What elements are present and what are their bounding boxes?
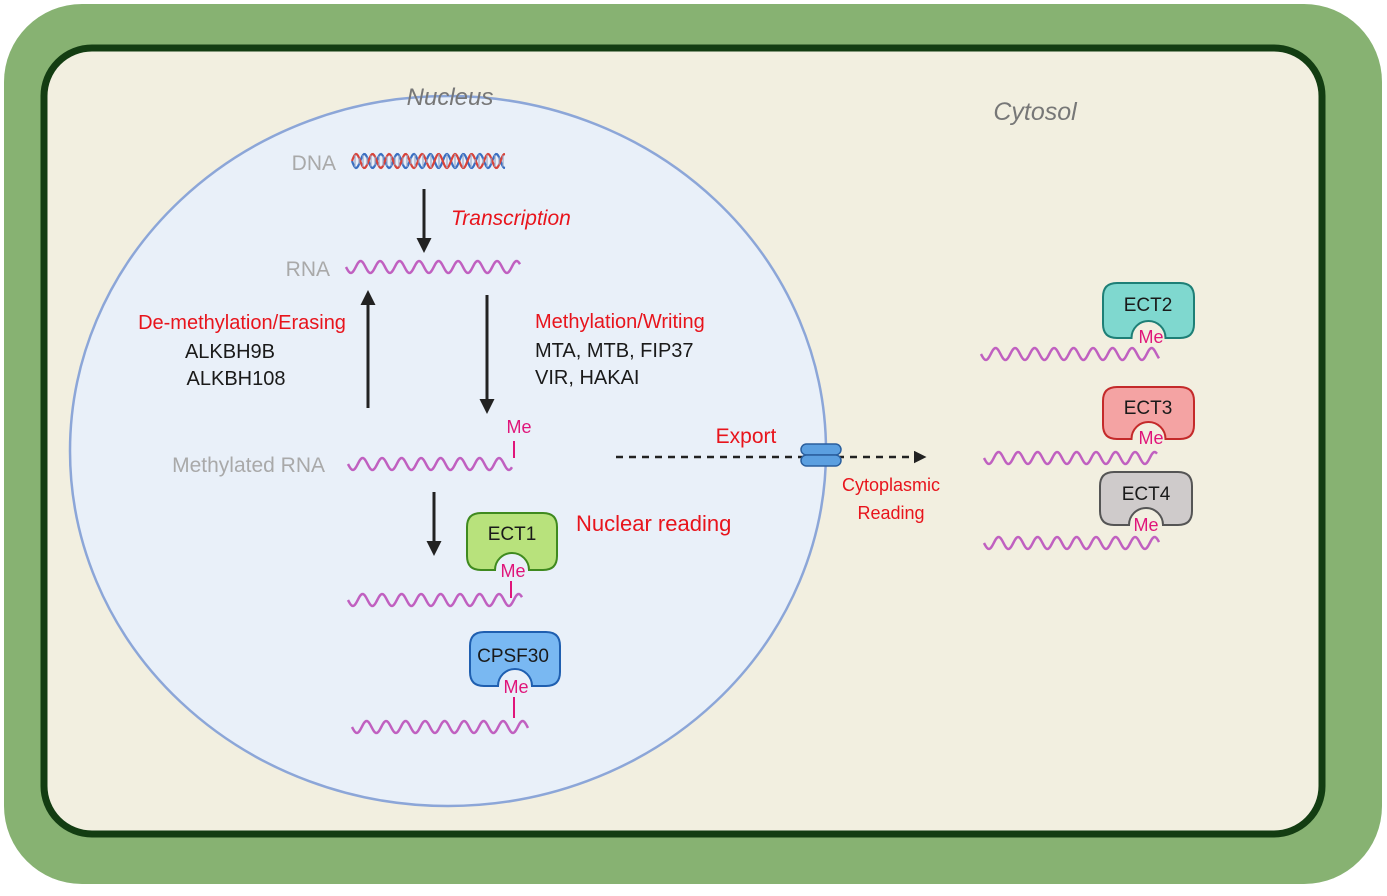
ect3-label: ECT3	[1124, 398, 1173, 419]
demethylation-title: De-methylation/Erasing	[138, 312, 346, 334]
nuclear-reading-label: Nuclear reading	[576, 511, 731, 536]
dna-label: DNA	[292, 152, 336, 175]
nuclear-pore-bottom	[800, 454, 842, 467]
rna-label: RNA	[286, 258, 330, 281]
ect2-label: ECT2	[1124, 295, 1173, 316]
ect4-label: ECT4	[1122, 484, 1171, 505]
dna-strand-red	[350, 152, 506, 170]
ect2-methyl-mark: Me	[1138, 327, 1163, 347]
ect1-reader-protein	[466, 512, 558, 571]
cpsf30-bound-rna	[350, 719, 530, 735]
ect4-reader-protein	[1099, 471, 1193, 526]
dna-helix	[350, 152, 506, 170]
methylated-rna-label: Methylated RNA	[172, 454, 325, 477]
rna-strand	[344, 259, 522, 275]
dna-base-pairs	[354, 154, 504, 168]
cpsf30-reader-protein	[469, 631, 561, 687]
ect4-methyl-mark: Me	[1133, 515, 1158, 535]
ect3-methyl-mark: Me	[1138, 428, 1163, 448]
eraser-enzyme-1: ALKBH9B	[185, 341, 275, 363]
methylation-title: Methylation/Writing	[535, 311, 705, 333]
nucleus	[68, 94, 828, 808]
cpsf30-label: CPSF30	[477, 646, 549, 667]
cytosol-label: Cytosol	[993, 98, 1078, 126]
ect1-bound-rna	[346, 592, 524, 608]
ect1-label: ECT1	[488, 524, 537, 545]
nuclear-pore-top	[800, 443, 842, 456]
ect2-bound-rna	[979, 346, 1161, 362]
cpsf30-methyl-mark: Me	[503, 677, 528, 697]
cytoplasmic-reading-label-1: Cytoplasmic	[842, 475, 940, 495]
ect1-methyl-mark: Me	[500, 561, 525, 581]
export-label: Export	[716, 425, 777, 448]
nucleus-label: Nucleus	[407, 84, 494, 111]
writer-enzymes-2: VIR, HAKAI	[535, 367, 639, 389]
dna-strand-blue	[350, 152, 506, 170]
writer-enzymes-1: MTA, MTB, FIP37	[535, 340, 694, 362]
transcription-label: Transcription	[451, 207, 571, 230]
ect4-bound-rna	[982, 535, 1161, 551]
eraser-enzyme-2: ALKBH108	[187, 368, 286, 390]
nuclear-pore	[800, 443, 842, 467]
ect3-bound-rna	[982, 450, 1158, 466]
ect3-reader-protein	[1102, 386, 1195, 440]
methyl-mark: Me	[506, 417, 531, 437]
methylated-rna-strand	[346, 456, 514, 472]
cytoplasmic-reading-label-2: Reading	[857, 503, 924, 523]
ect2-reader-protein	[1102, 282, 1195, 339]
